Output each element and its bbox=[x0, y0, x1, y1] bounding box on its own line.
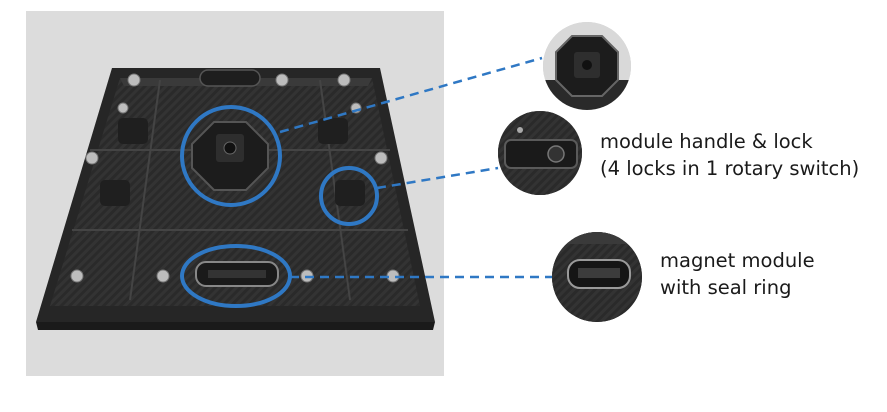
zoom-handle-top bbox=[543, 22, 631, 110]
caption-magnet-module: magnet module with seal ring bbox=[660, 247, 815, 301]
caption-magnet-module-line1: magnet module bbox=[660, 249, 815, 272]
caption-handle-lock: module handle & lock (4 locks in 1 rotar… bbox=[600, 128, 859, 182]
zoom-lock bbox=[498, 111, 582, 195]
magnet-connector bbox=[195, 261, 279, 287]
led-module-tile bbox=[36, 68, 435, 330]
caption-handle-lock-line2: (4 locks in 1 rotary switch) bbox=[600, 157, 860, 180]
rotary-handle bbox=[191, 121, 269, 191]
leader-lines bbox=[279, 56, 552, 279]
magnet-dots bbox=[70, 73, 400, 283]
caption-magnet-module-line2: with seal ring bbox=[660, 276, 792, 299]
zoom-connector bbox=[552, 232, 642, 322]
caption-handle-lock-line1: module handle & lock bbox=[600, 130, 813, 153]
